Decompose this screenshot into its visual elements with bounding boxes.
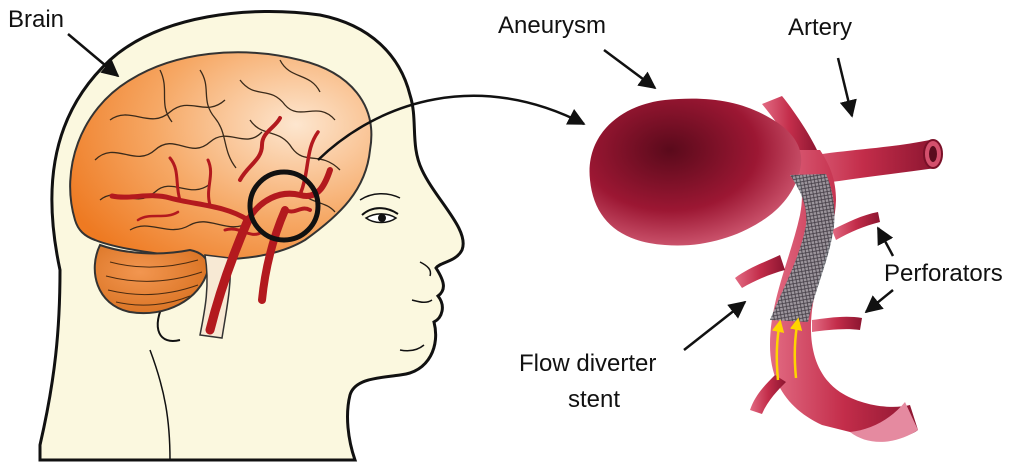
perforator-upper: [832, 212, 880, 240]
label-stent: stent: [568, 388, 620, 412]
stent-arrow: [684, 302, 745, 350]
label-brain: Brain: [8, 8, 64, 32]
perforator-arrow-lower: [866, 290, 893, 312]
label-aneurysm: Aneurysm: [498, 14, 606, 38]
aneurysm-arrow: [604, 50, 655, 88]
perforator-bottom-left: [750, 375, 786, 414]
perforator-lower: [812, 317, 862, 332]
artery-arrow: [838, 58, 852, 116]
label-perforators: Perforators: [884, 262, 1003, 286]
label-flow-diverter: Flow diverter: [519, 352, 656, 376]
label-artery: Artery: [788, 16, 852, 40]
brain-arrow: [68, 34, 118, 76]
aneurysm-sac: [590, 99, 802, 246]
perforator-left: [735, 255, 785, 288]
perforator-arrow-upper: [878, 228, 893, 256]
